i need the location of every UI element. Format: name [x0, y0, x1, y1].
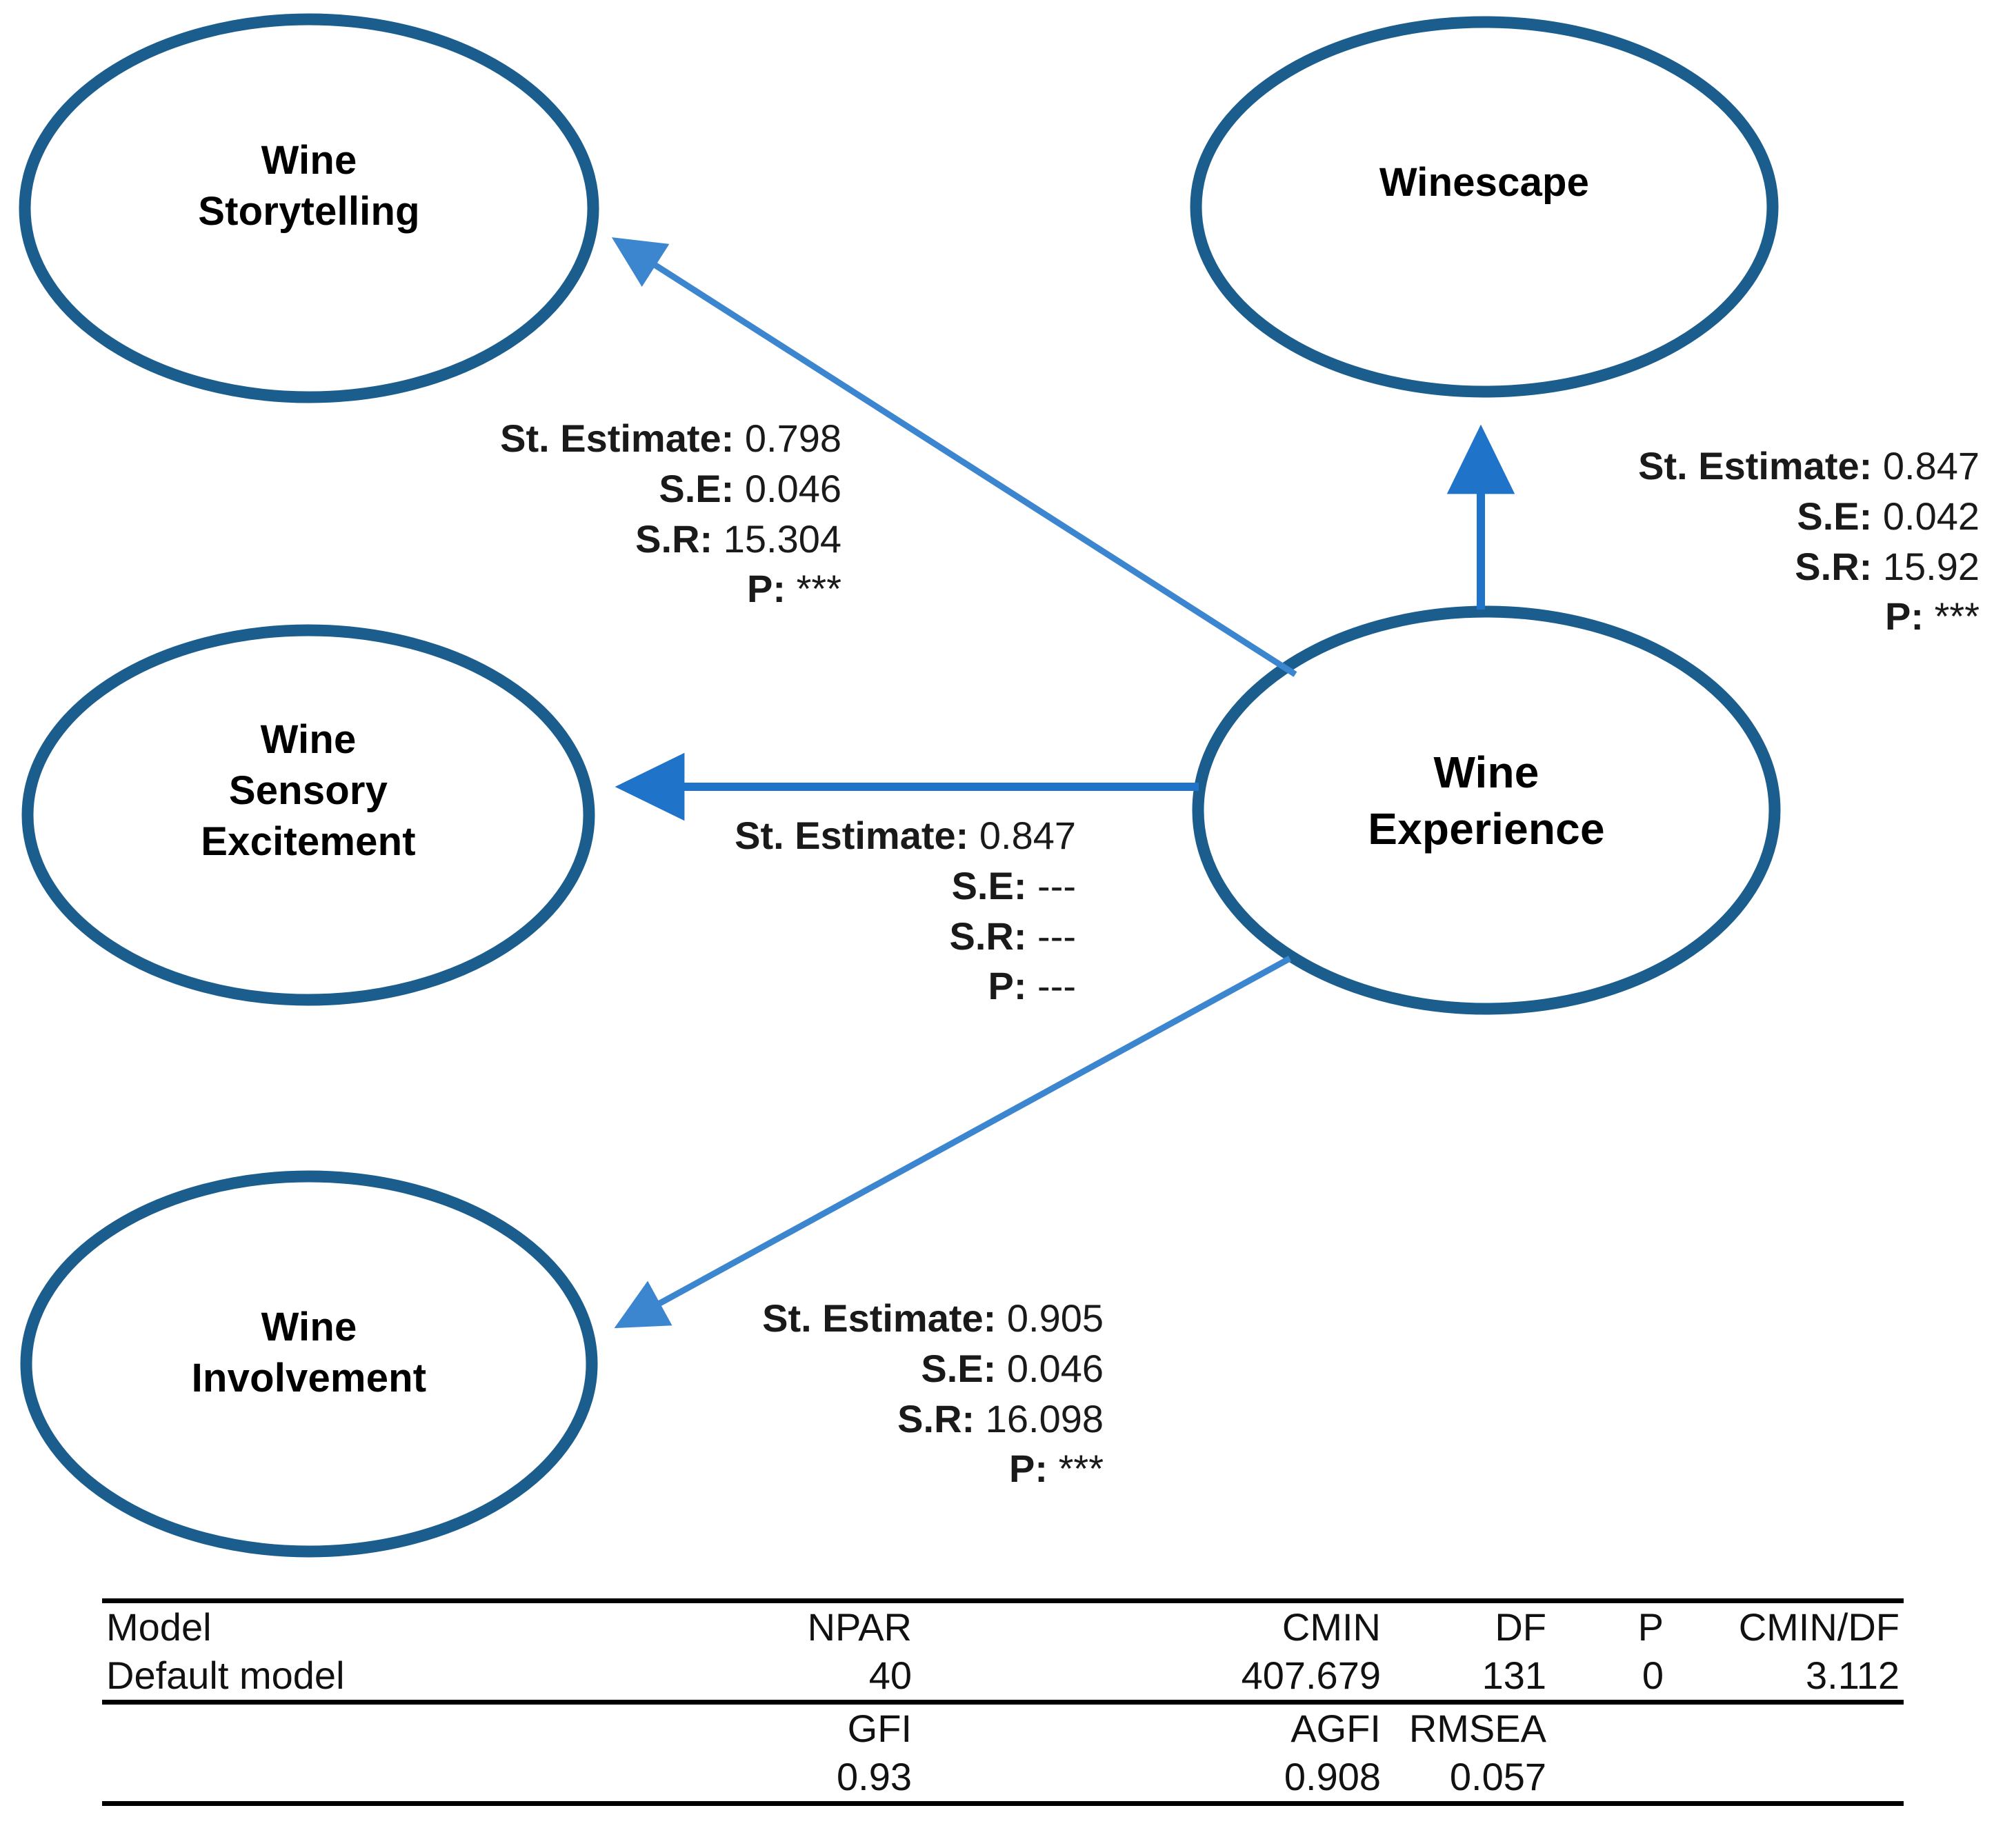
cell-blank-3: [1668, 1753, 1904, 1807]
stat-block-experience-to-sensory-excitement: St. Estimate: 0.847 S.E: --- S.R: --- P:…: [483, 811, 1076, 1012]
stat-value-estimate: 0.798: [744, 416, 841, 460]
stat-row-estimate: St. Estimate: 0.847: [483, 811, 1076, 861]
stat-row-sr: S.R: 15.92: [1379, 542, 1980, 592]
header-blank-3: [1668, 1700, 1904, 1754]
stat-key-estimate: St. Estimate:: [735, 814, 979, 857]
cell-p: 0: [1642, 1654, 1664, 1698]
header-p: P: [1551, 1598, 1668, 1652]
node-ellipse-wine-storytelling[interactable]: [19, 13, 599, 403]
header-rmsea: RMSEA: [1385, 1700, 1551, 1754]
header-cmin: CMIN: [916, 1598, 1385, 1652]
stat-key-estimate: St. Estimate:: [762, 1296, 1007, 1340]
stat-key-estimate: St. Estimate:: [500, 416, 745, 460]
header-gfi: GFI: [475, 1700, 916, 1754]
stat-key-estimate: St. Estimate:: [1638, 444, 1883, 488]
cell-df: 131: [1482, 1654, 1546, 1698]
stat-value-estimate: 0.847: [979, 814, 1076, 857]
stat-row-sr: S.R: 16.098: [510, 1394, 1104, 1445]
stat-key-sr: S.R:: [1795, 544, 1883, 588]
stat-value-sr: 15.92: [1882, 544, 1980, 588]
stat-key-p: P:: [1009, 1447, 1059, 1491]
stat-row-p: P: ***: [510, 1444, 1104, 1494]
stat-value-p: ***: [1058, 1447, 1104, 1491]
cell-blank-1: [102, 1753, 475, 1807]
stat-block-experience-to-winescape: St. Estimate: 0.847 S.E: 0.042 S.R: 15.9…: [1379, 441, 1980, 642]
stat-row-estimate: St. Estimate: 0.847: [1379, 441, 1980, 492]
stat-row-sr: S.R: ---: [483, 912, 1076, 962]
cell-model-name: Default model: [106, 1654, 345, 1698]
stat-value-estimate: 0.847: [1882, 444, 1980, 488]
stat-block-experience-to-storytelling: St. Estimate: 0.798 S.E: 0.046 S.R: 15.3…: [248, 414, 841, 614]
stat-row-se: S.E: 0.046: [510, 1344, 1104, 1394]
stat-value-se: 0.046: [744, 466, 841, 510]
stat-value-p: ---: [1037, 964, 1076, 1008]
table-row-default-model: Default model 40 407.679 131 0 3.112: [102, 1651, 1904, 1703]
stat-row-se: S.E: 0.042: [1379, 492, 1980, 542]
cell-cmin-df: 3.112: [1806, 1654, 1900, 1698]
table-row-fit-values: 0.93 0.908 0.057: [102, 1753, 1904, 1807]
stat-value-sr: 15.304: [723, 516, 841, 561]
stat-row-estimate: St. Estimate: 0.905: [510, 1294, 1104, 1344]
cell-cmin: 407.679: [1241, 1654, 1381, 1698]
header-model: Model: [102, 1598, 475, 1652]
cell-npar: 40: [868, 1654, 912, 1698]
stat-key-sr: S.R:: [897, 1396, 986, 1440]
stat-key-p: P:: [988, 964, 1038, 1008]
stat-row-estimate: St. Estimate: 0.798: [248, 414, 841, 464]
stat-key-se: S.E:: [1797, 494, 1883, 538]
stat-key-se: S.E:: [659, 466, 745, 510]
header-blank-1: [102, 1700, 475, 1754]
stat-key-se: S.E:: [951, 863, 1038, 907]
header-blank-2: [1551, 1700, 1668, 1754]
stat-key-sr: S.R:: [635, 516, 724, 561]
stat-key-p: P:: [1885, 594, 1935, 639]
stat-value-se: 0.042: [1882, 494, 1980, 538]
cell-blank-2: [1551, 1753, 1668, 1807]
header-npar: NPAR: [475, 1598, 916, 1652]
cell-gfi: 0.93: [475, 1753, 916, 1807]
table-row-header-1: Model NPAR CMIN DF P CMIN/DF: [102, 1598, 1904, 1652]
model-fit-table: Model NPAR CMIN DF P CMIN/DF Default mod…: [102, 1598, 1904, 1807]
stat-value-p: ***: [796, 567, 841, 611]
node-ellipse-wine-involvement[interactable]: [20, 1170, 598, 1558]
header-agfi: AGFI: [916, 1700, 1385, 1754]
header-cmin-df: CMIN/DF: [1668, 1598, 1904, 1652]
node-ellipse-wine-experience[interactable]: [1192, 605, 1781, 1015]
stat-value-p: ***: [1934, 594, 1980, 639]
stat-key-sr: S.R:: [949, 914, 1038, 958]
stat-value-se: 0.046: [1006, 1346, 1104, 1390]
stat-row-p: P: ***: [1379, 592, 1980, 642]
cell-agfi: 0.908: [916, 1753, 1385, 1807]
stat-row-p: P: ***: [248, 564, 841, 614]
stat-row-se: S.E: 0.046: [248, 464, 841, 514]
cell-rmsea: 0.057: [1385, 1753, 1551, 1807]
stat-block-experience-to-involvement: St. Estimate: 0.905 S.E: 0.046 S.R: 16.0…: [510, 1294, 1104, 1494]
stat-value-sr: ---: [1037, 914, 1076, 958]
stat-value-sr: 16.098: [985, 1396, 1104, 1440]
stat-row-p: P: ---: [483, 961, 1076, 1012]
stat-key-p: P:: [747, 567, 797, 611]
stat-key-se: S.E:: [921, 1346, 1007, 1390]
stat-value-estimate: 0.905: [1006, 1296, 1104, 1340]
node-ellipse-winescape[interactable]: [1190, 16, 1779, 398]
stat-row-sr: S.R: 15.304: [248, 514, 841, 565]
node-ellipse-wine-sensory-excitement[interactable]: [21, 624, 595, 1006]
path-arrow-experience-to-storytelling[interactable]: [611, 237, 1297, 677]
header-df: DF: [1385, 1598, 1551, 1652]
table-row-header-2: GFI AGFI RMSEA: [102, 1700, 1904, 1754]
path-arrow-experience-to-involvement[interactable]: [614, 956, 1292, 1329]
stat-row-se: S.E: ---: [483, 861, 1076, 912]
stat-value-se: ---: [1037, 863, 1076, 907]
